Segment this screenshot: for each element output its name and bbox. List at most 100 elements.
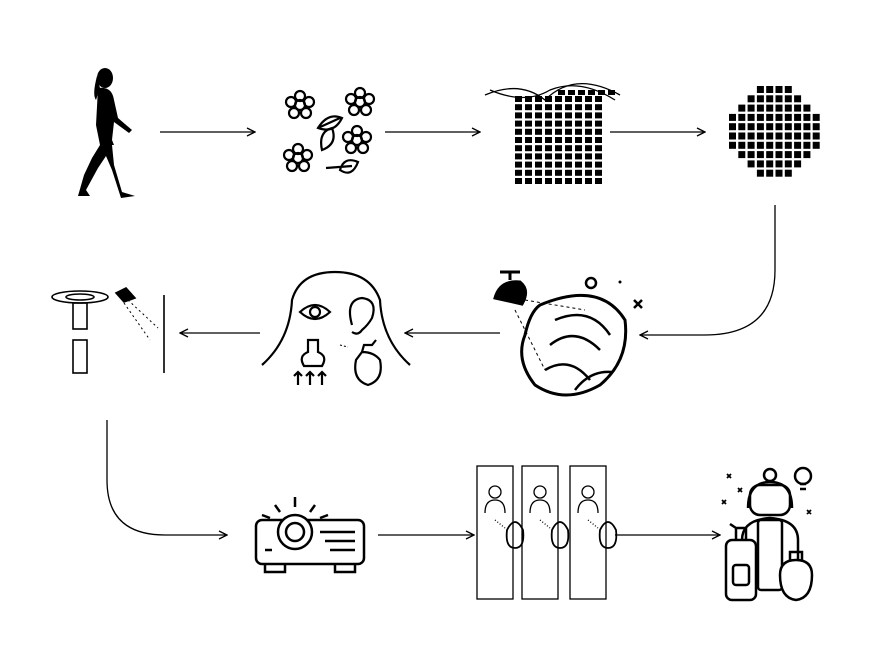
pixel <box>545 104 552 111</box>
pixel <box>515 137 522 143</box>
pixel <box>766 151 774 159</box>
pixel <box>784 151 792 159</box>
pixel <box>595 104 602 111</box>
pixel <box>738 104 746 112</box>
pixel <box>756 113 764 121</box>
pixel <box>775 151 783 159</box>
pixel <box>766 169 774 177</box>
pixel <box>812 141 820 149</box>
pixel <box>608 90 615 95</box>
pixel <box>756 86 764 93</box>
pixel <box>535 112 542 119</box>
pixel <box>756 132 764 140</box>
pixel <box>515 112 522 119</box>
pixel <box>575 161 582 168</box>
pixel <box>565 169 572 176</box>
pixel <box>575 169 582 176</box>
pixel <box>545 169 552 176</box>
pixel <box>595 120 602 127</box>
pixel <box>525 161 532 168</box>
pixel <box>784 160 792 168</box>
pixel <box>545 96 552 102</box>
pixel <box>784 104 792 112</box>
arrow-7-curve <box>106 420 227 535</box>
pixel <box>565 112 572 119</box>
pixel <box>575 112 582 119</box>
pixel <box>565 153 572 160</box>
pixel <box>585 112 592 119</box>
pixel <box>535 178 542 184</box>
pixel <box>729 113 736 121</box>
pixel <box>738 141 746 149</box>
pixel <box>585 169 592 176</box>
pixel <box>775 141 783 149</box>
pixel <box>585 128 592 135</box>
pixel <box>555 153 562 160</box>
pixel <box>575 137 582 143</box>
pixel <box>535 161 542 168</box>
person-perfume <box>577 485 618 549</box>
pixel <box>555 120 562 127</box>
pixel <box>766 95 774 103</box>
pixel <box>585 104 592 111</box>
pixel <box>515 128 522 135</box>
pixel <box>558 90 565 95</box>
person-perfume <box>484 485 525 549</box>
pixel <box>766 160 774 168</box>
pixel <box>747 95 755 103</box>
pixel <box>756 141 764 149</box>
pixel <box>555 112 562 119</box>
pixel <box>565 178 572 184</box>
pixel <box>515 169 522 176</box>
pixel <box>812 132 820 140</box>
grid-wave-icon <box>484 83 621 184</box>
pixel <box>766 132 774 140</box>
pixel <box>794 95 802 103</box>
pixel <box>525 128 532 135</box>
pixel <box>515 153 522 160</box>
pixel <box>585 120 592 127</box>
pixel <box>794 104 802 112</box>
pixel <box>595 112 602 119</box>
pixel <box>784 141 792 149</box>
pixel <box>756 160 764 168</box>
pixel <box>575 145 582 152</box>
pixel <box>595 137 602 143</box>
pixel <box>595 96 602 102</box>
pixel <box>565 104 572 111</box>
pixel <box>525 96 532 102</box>
pixel <box>756 151 764 159</box>
pixel <box>595 161 602 168</box>
pixel <box>545 161 552 168</box>
pixel <box>738 113 746 121</box>
pixel <box>525 145 532 152</box>
flowers-icon <box>282 86 376 174</box>
pixel <box>525 104 532 111</box>
pixel <box>747 104 755 112</box>
pixel <box>775 132 783 140</box>
pixel <box>775 113 783 121</box>
pixel <box>555 128 562 135</box>
pixel <box>585 153 592 160</box>
woman-walking-icon <box>78 68 135 198</box>
pixel <box>747 151 755 159</box>
pixel <box>775 104 783 112</box>
pixel <box>565 96 572 102</box>
person-perfume <box>529 485 570 549</box>
pixel <box>545 145 552 152</box>
pixel <box>555 178 562 184</box>
pixel <box>525 178 532 184</box>
pixel <box>555 137 562 143</box>
pixel <box>794 151 802 159</box>
pixel <box>565 120 572 127</box>
pixel <box>525 169 532 176</box>
pixel <box>525 137 532 143</box>
pixel <box>555 145 562 152</box>
pixel <box>738 123 746 131</box>
pixel <box>535 145 542 152</box>
pixel <box>803 104 811 112</box>
pixel <box>747 141 755 149</box>
pixel <box>565 145 572 152</box>
pixel <box>515 178 522 184</box>
